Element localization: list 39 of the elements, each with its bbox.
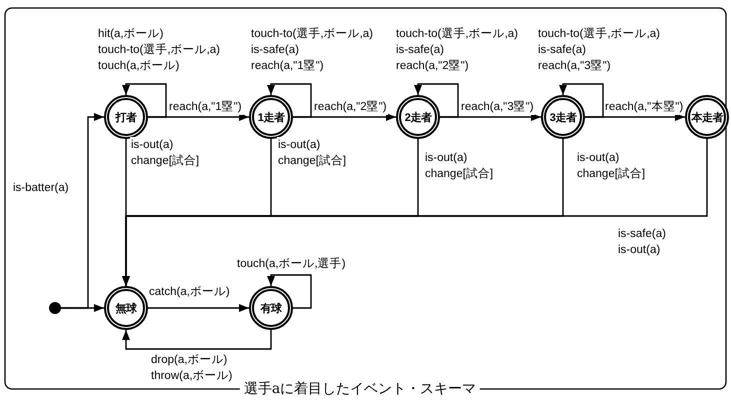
arrow bbox=[414, 83, 459, 118]
edge-label: touch-to(選手,ボール,a) is-safe(a) reach(a,"2塁") bbox=[395, 26, 519, 74]
state-circle: 3走者 bbox=[541, 95, 585, 139]
edge-label: reach(a,"3塁") bbox=[460, 99, 535, 115]
state-circle: 有球 bbox=[249, 286, 293, 330]
arrow bbox=[148, 113, 249, 121]
arrow bbox=[122, 139, 708, 286]
edge-label: is-out(a) change[試合] bbox=[130, 137, 200, 169]
edge-label: drop(a,ボール) throw(a,ボール) bbox=[150, 352, 234, 384]
edge-label: is-batter(a) bbox=[12, 180, 70, 196]
arrow bbox=[293, 113, 396, 121]
arrow bbox=[440, 113, 541, 121]
edge-label: is-out(a) change[試合] bbox=[424, 150, 494, 182]
edge-label: reach(a,"1塁") bbox=[168, 99, 243, 115]
arrow bbox=[267, 274, 312, 309]
state-circle: 1走者 bbox=[249, 95, 293, 139]
state-circle: 2走者 bbox=[396, 95, 440, 139]
state-circle: 打者 bbox=[104, 95, 148, 139]
edge-label: touch(a,ボール,選手) bbox=[236, 256, 347, 272]
arrow bbox=[148, 304, 249, 312]
state-circle: 本走者 bbox=[685, 95, 729, 139]
edge-label: touch-to(選手,ボール,a) is-safe(a) reach(a,"3塁") bbox=[537, 26, 661, 74]
arrow bbox=[122, 330, 272, 350]
edge-label: touch-to(選手,ボール,a) is-safe(a) reach(a,"1塁") bbox=[250, 26, 374, 74]
arrow bbox=[122, 83, 167, 118]
initial-state-dot bbox=[49, 302, 61, 314]
edge-label: is-out(a) change[試合] bbox=[576, 150, 646, 182]
edge-label: hit(a,ボール) touch-to(選手,ボール,a) touch(a,ボール) bbox=[97, 26, 221, 74]
edge-label: reach(a,"本塁") bbox=[604, 99, 684, 115]
arrow bbox=[585, 113, 685, 121]
edge-label: is-safe(a) is-out(a) bbox=[617, 226, 667, 258]
arrow bbox=[61, 304, 104, 312]
state-circle: 無球 bbox=[104, 286, 148, 330]
frame-caption: 選手aに着目したイベント・スキーマ bbox=[240, 381, 480, 397]
edge-label: is-out(a) change[試合] bbox=[277, 137, 348, 169]
arrow bbox=[559, 83, 604, 118]
edge-label: reach(a,"2塁") bbox=[313, 99, 388, 115]
arrow bbox=[267, 83, 312, 118]
edge-label: catch(a,ボール) bbox=[148, 284, 231, 300]
